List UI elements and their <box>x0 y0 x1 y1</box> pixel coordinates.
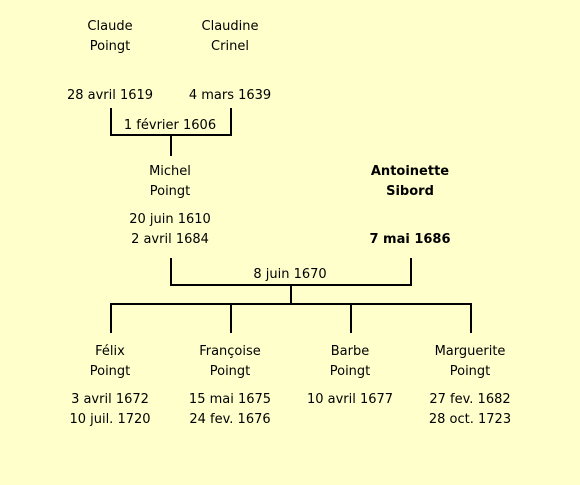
marriage-date-2: 8 juin 1670 <box>253 267 327 282</box>
person-felix-first-name: Félix <box>95 344 125 359</box>
person-claudine-last-name: Crinel <box>211 39 249 54</box>
person-claude-first-name: Claude <box>87 19 133 34</box>
connector-claudine-down <box>230 108 232 136</box>
connector-michel-down <box>170 258 172 286</box>
person-barbe-last-name: Poingt <box>329 364 371 379</box>
person-claudine-birth-date: 4 mars 1639 <box>188 88 272 103</box>
connector-to-marguerite <box>470 303 472 333</box>
person-antoinette-first-name: Antoinette <box>370 164 450 179</box>
connector-to-felix <box>110 303 112 333</box>
person-marguerite-birth-date: 27 fev. 1682 <box>429 392 511 407</box>
person-barbe-first-name: Barbe <box>330 344 370 359</box>
person-michel-birth-date: 20 juin 1610 <box>129 212 211 227</box>
person-marguerite-last-name: Poingt <box>449 364 491 379</box>
person-antoinette-last-name: Sibord <box>386 184 434 199</box>
person-felix-death-date: 10 juil. 1720 <box>69 412 151 427</box>
person-michel-death-date: 2 avril 1684 <box>131 232 209 247</box>
person-marguerite-death-date: 28 oct. 1723 <box>428 412 512 427</box>
person-felix-birth-date: 3 avril 1672 <box>71 392 149 407</box>
person-michel-last-name: Poingt <box>149 184 191 199</box>
connector-to-michel <box>170 134 172 156</box>
person-michel-first-name: Michel <box>149 164 191 179</box>
person-francoise-birth-date: 15 mai 1675 <box>188 392 272 407</box>
connector-claude-down <box>110 108 112 136</box>
person-claudine-first-name: Claudine <box>201 19 259 34</box>
person-marguerite-first-name: Marguerite <box>434 344 506 359</box>
person-francoise-death-date: 24 fev. 1676 <box>189 412 271 427</box>
marriage-date-1: 1 février 1606 <box>123 118 217 133</box>
person-antoinette-date: 7 mai 1686 <box>369 232 451 247</box>
connector-to-children <box>290 284 292 304</box>
person-felix-last-name: Poingt <box>89 364 131 379</box>
person-claude-birth-date: 28 avril 1619 <box>66 88 154 103</box>
person-claude-last-name: Poingt <box>89 39 131 54</box>
connector-to-barbe <box>350 303 352 333</box>
person-francoise-first-name: Françoise <box>199 344 261 359</box>
connector-children-bar <box>110 303 472 305</box>
connector-antoinette-down <box>410 258 412 286</box>
person-francoise-last-name: Poingt <box>209 364 251 379</box>
connector-to-francoise <box>230 303 232 333</box>
person-barbe-birth-date: 10 avril 1677 <box>306 392 394 407</box>
